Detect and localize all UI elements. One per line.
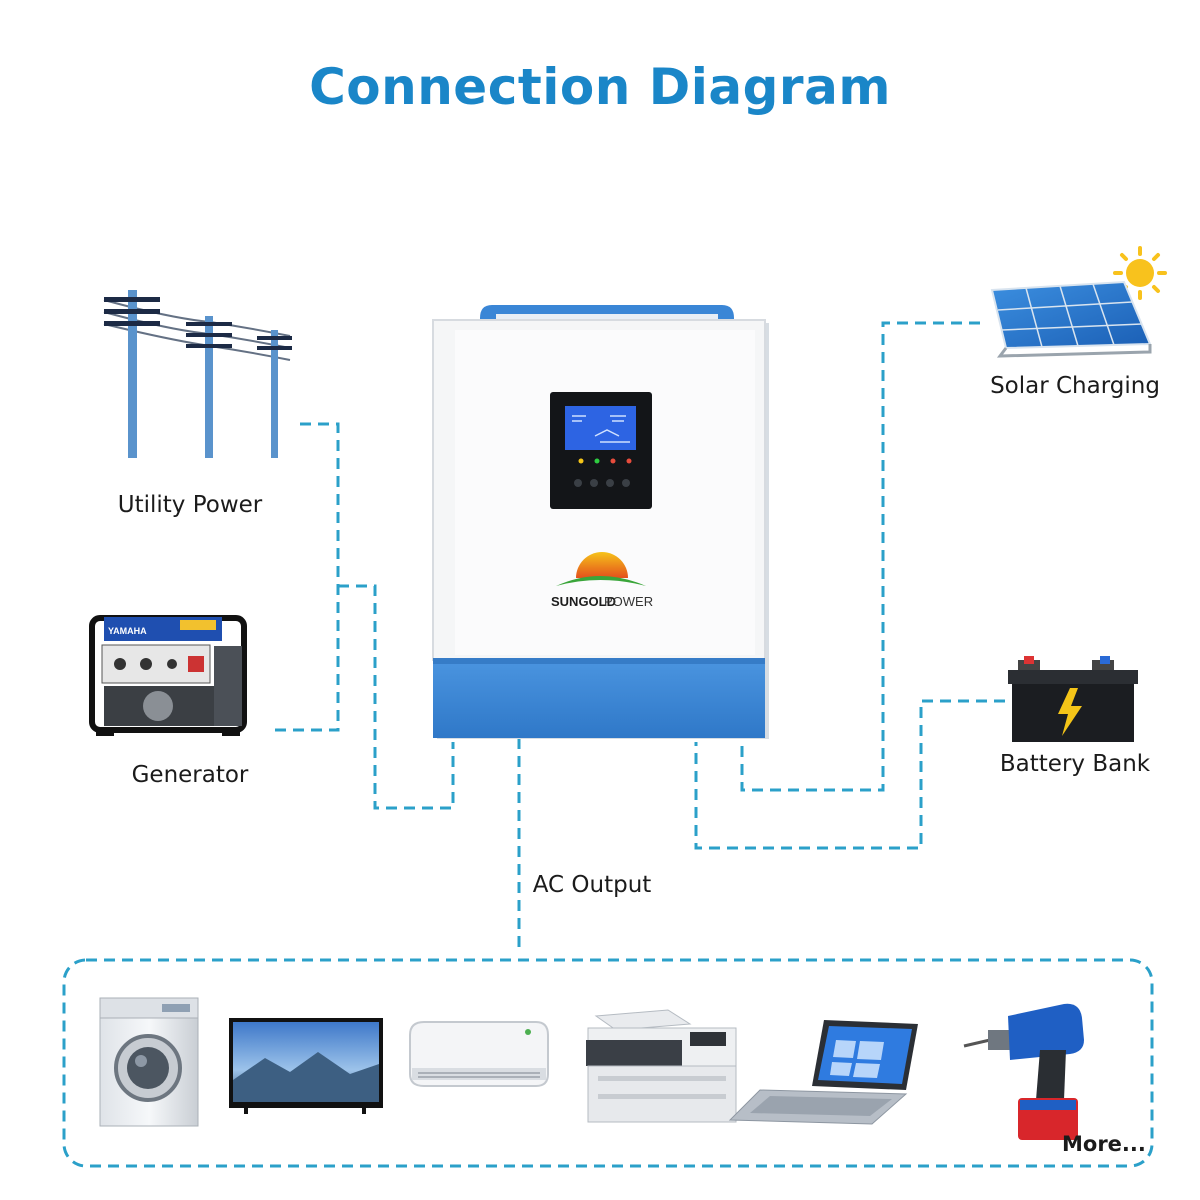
page-title: Connection Diagram xyxy=(309,58,891,116)
utility-connector xyxy=(275,422,340,732)
utility-power-label: Utility Power xyxy=(117,492,263,518)
generator-label: Generator xyxy=(131,762,249,788)
solar-panel-icon xyxy=(990,246,1167,358)
drill-icon xyxy=(963,1003,1084,1140)
inverter-base xyxy=(433,658,765,738)
appliance-group-frame xyxy=(62,958,1154,1168)
solar-charging-label: Solar Charging xyxy=(990,373,1160,399)
lcd-screen xyxy=(565,406,636,450)
power-pole-icon xyxy=(103,290,292,458)
connector-lines xyxy=(62,321,1154,1168)
led-indicators xyxy=(578,458,632,464)
control-buttons xyxy=(574,479,630,487)
inverter-unit: SUNGOLD POWER xyxy=(432,305,769,739)
ac-output-label: AC Output xyxy=(532,872,652,898)
battery-icon xyxy=(1008,656,1138,742)
laptop-icon xyxy=(728,1020,918,1125)
air-conditioner-icon xyxy=(409,1021,549,1087)
printer-icon xyxy=(586,1009,737,1123)
more-label: More... xyxy=(1062,1132,1146,1156)
generator-connector xyxy=(338,584,455,810)
battery-connector xyxy=(694,699,1005,850)
battery-bank-label: Battery Bank xyxy=(999,751,1151,777)
brand-light: POWER xyxy=(604,594,653,609)
brand-bold: SUNGOLD xyxy=(551,594,616,609)
solar-connector xyxy=(740,321,980,792)
sungold-logo xyxy=(556,552,646,586)
generator-brand: YAMAHA xyxy=(108,626,147,636)
washing-machine-icon xyxy=(99,997,199,1127)
generator-icon: YAMAHA xyxy=(89,615,247,736)
tv-icon xyxy=(229,1018,383,1114)
